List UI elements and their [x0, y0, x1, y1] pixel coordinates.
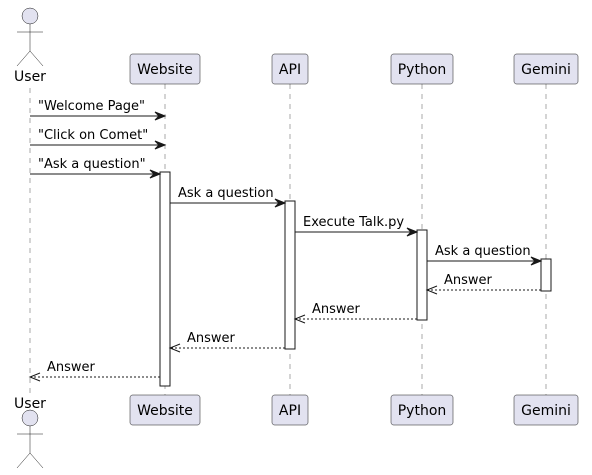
arrowhead-icon — [154, 111, 167, 121]
message-label: Answer — [47, 360, 96, 375]
message-4: Ask a question — [170, 186, 287, 208]
participants-top: User Website API Python Gemini — [14, 7, 579, 85]
arrowhead-icon — [425, 285, 438, 295]
arrowhead-icon — [28, 372, 41, 382]
participant-box — [129, 53, 201, 85]
message-label: Execute Talk.py — [303, 215, 404, 230]
activation-bar-api — [284, 200, 296, 350]
message-5: Execute Talk.py — [295, 215, 419, 237]
actor-leg-left — [16, 452, 31, 469]
participant-label: Website — [137, 403, 193, 419]
message-label: "Welcome Page" — [38, 99, 145, 114]
actor-label: User — [14, 69, 46, 85]
participants-bottom: User Website API Python Gemini — [14, 394, 579, 469]
participant-box — [390, 53, 454, 85]
actor-label: User — [14, 396, 46, 412]
participant-box — [271, 394, 309, 426]
participant-gemini-top: Gemini — [513, 53, 579, 85]
actor-head-icon — [21, 409, 39, 427]
arrowhead-icon — [530, 256, 543, 266]
message-label: "Ask a question" — [38, 157, 146, 172]
actor-leg-left — [16, 50, 31, 67]
participant-box — [513, 394, 579, 426]
message-7: Answer — [425, 273, 541, 295]
message-9: Answer — [168, 331, 285, 353]
participant-box — [271, 53, 309, 85]
messages: "Welcome Page" "Click on Comet" "Ask a que… — [28, 99, 543, 382]
arrowhead-icon — [406, 227, 419, 237]
message-label: Ask a question — [178, 186, 274, 201]
message-10: Answer — [28, 360, 160, 382]
message-label: Answer — [187, 331, 236, 346]
arrowhead-icon — [154, 140, 167, 150]
participant-api-bottom: API — [271, 394, 309, 426]
participant-box — [129, 394, 201, 426]
activation-bar-python — [416, 229, 428, 321]
participant-api-top: API — [271, 53, 309, 85]
actor-head-icon — [21, 7, 39, 25]
participant-python-bottom: Python — [390, 394, 454, 426]
participant-label: API — [279, 403, 301, 419]
activation-bars — [159, 171, 552, 387]
participant-label: Python — [398, 62, 447, 78]
activation-bar-gemini — [540, 258, 552, 292]
actor-leg-right — [29, 50, 44, 67]
message-label: Answer — [444, 273, 493, 288]
participant-website-top: Website — [129, 53, 201, 85]
participant-label: Website — [137, 62, 193, 78]
actor-user-top: User — [14, 7, 46, 85]
arrowhead-icon — [274, 198, 287, 208]
participant-gemini-bottom: Gemini — [513, 394, 579, 426]
activation-bar-website — [159, 171, 171, 387]
message-3: "Ask a question" — [30, 157, 162, 179]
message-2: "Click on Comet" — [30, 128, 167, 150]
message-label: "Click on Comet" — [38, 128, 148, 143]
participant-label: Gemini — [521, 403, 571, 419]
participant-python-top: Python — [390, 53, 454, 85]
participant-label: Python — [398, 403, 447, 419]
arrowhead-icon — [293, 314, 306, 324]
message-6: Ask a question — [427, 244, 543, 266]
arrowhead-icon — [168, 343, 181, 353]
participant-box — [390, 394, 454, 426]
actor-user-bottom: User — [14, 396, 46, 469]
arrowhead-icon — [149, 169, 162, 179]
lifelines — [29, 84, 547, 398]
actor-leg-right — [29, 452, 44, 469]
message-label: Ask a question — [435, 244, 531, 259]
participant-website-bottom: Website — [129, 394, 201, 426]
participant-box — [513, 53, 579, 85]
message-label: Answer — [312, 302, 361, 317]
participant-label: API — [279, 62, 301, 78]
participant-label: Gemini — [521, 62, 571, 78]
message-8: Answer — [293, 302, 417, 324]
message-1: "Welcome Page" — [30, 99, 167, 121]
